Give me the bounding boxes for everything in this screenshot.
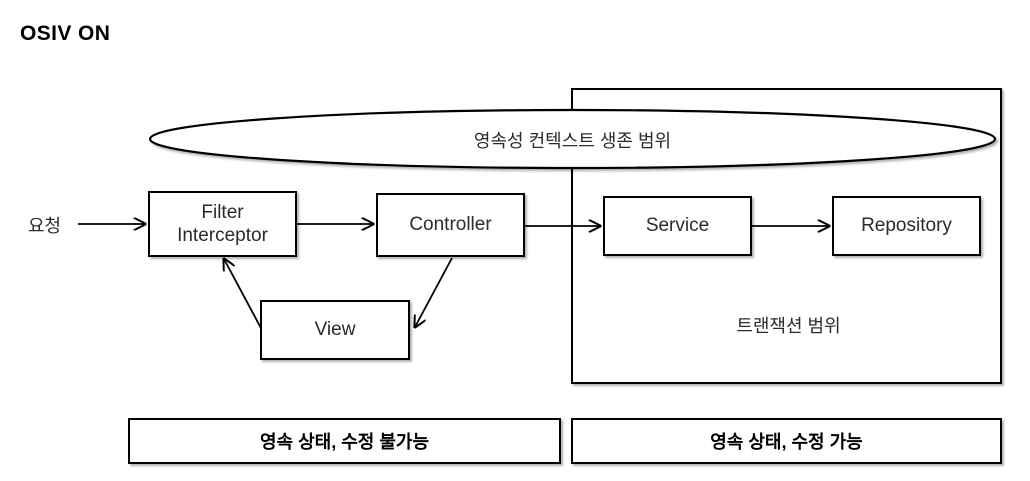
node-repository[interactable]: Repository xyxy=(832,196,981,256)
node-controller[interactable]: Controller xyxy=(376,193,525,257)
state-bar-writable: 영속 상태, 수정 가능 xyxy=(571,418,1002,464)
persistence-context-ellipse xyxy=(148,108,997,170)
node-view[interactable]: View xyxy=(260,300,410,360)
request-label: 요청 xyxy=(28,216,62,236)
arrow-controller-to-view xyxy=(415,257,453,327)
node-filter-interceptor[interactable]: Filter Interceptor xyxy=(148,191,297,257)
persistence-context-scope-label: 영속성 컨텍스트 생존 범위 xyxy=(473,131,672,151)
state-bar-readonly: 영속 상태, 수정 불가능 xyxy=(128,418,561,464)
page-title: OSIV ON xyxy=(20,22,111,45)
arrow-view-to-filter xyxy=(224,259,263,331)
transaction-scope-label: 트랜잭션 범위 xyxy=(736,316,841,336)
node-service[interactable]: Service xyxy=(603,196,752,256)
